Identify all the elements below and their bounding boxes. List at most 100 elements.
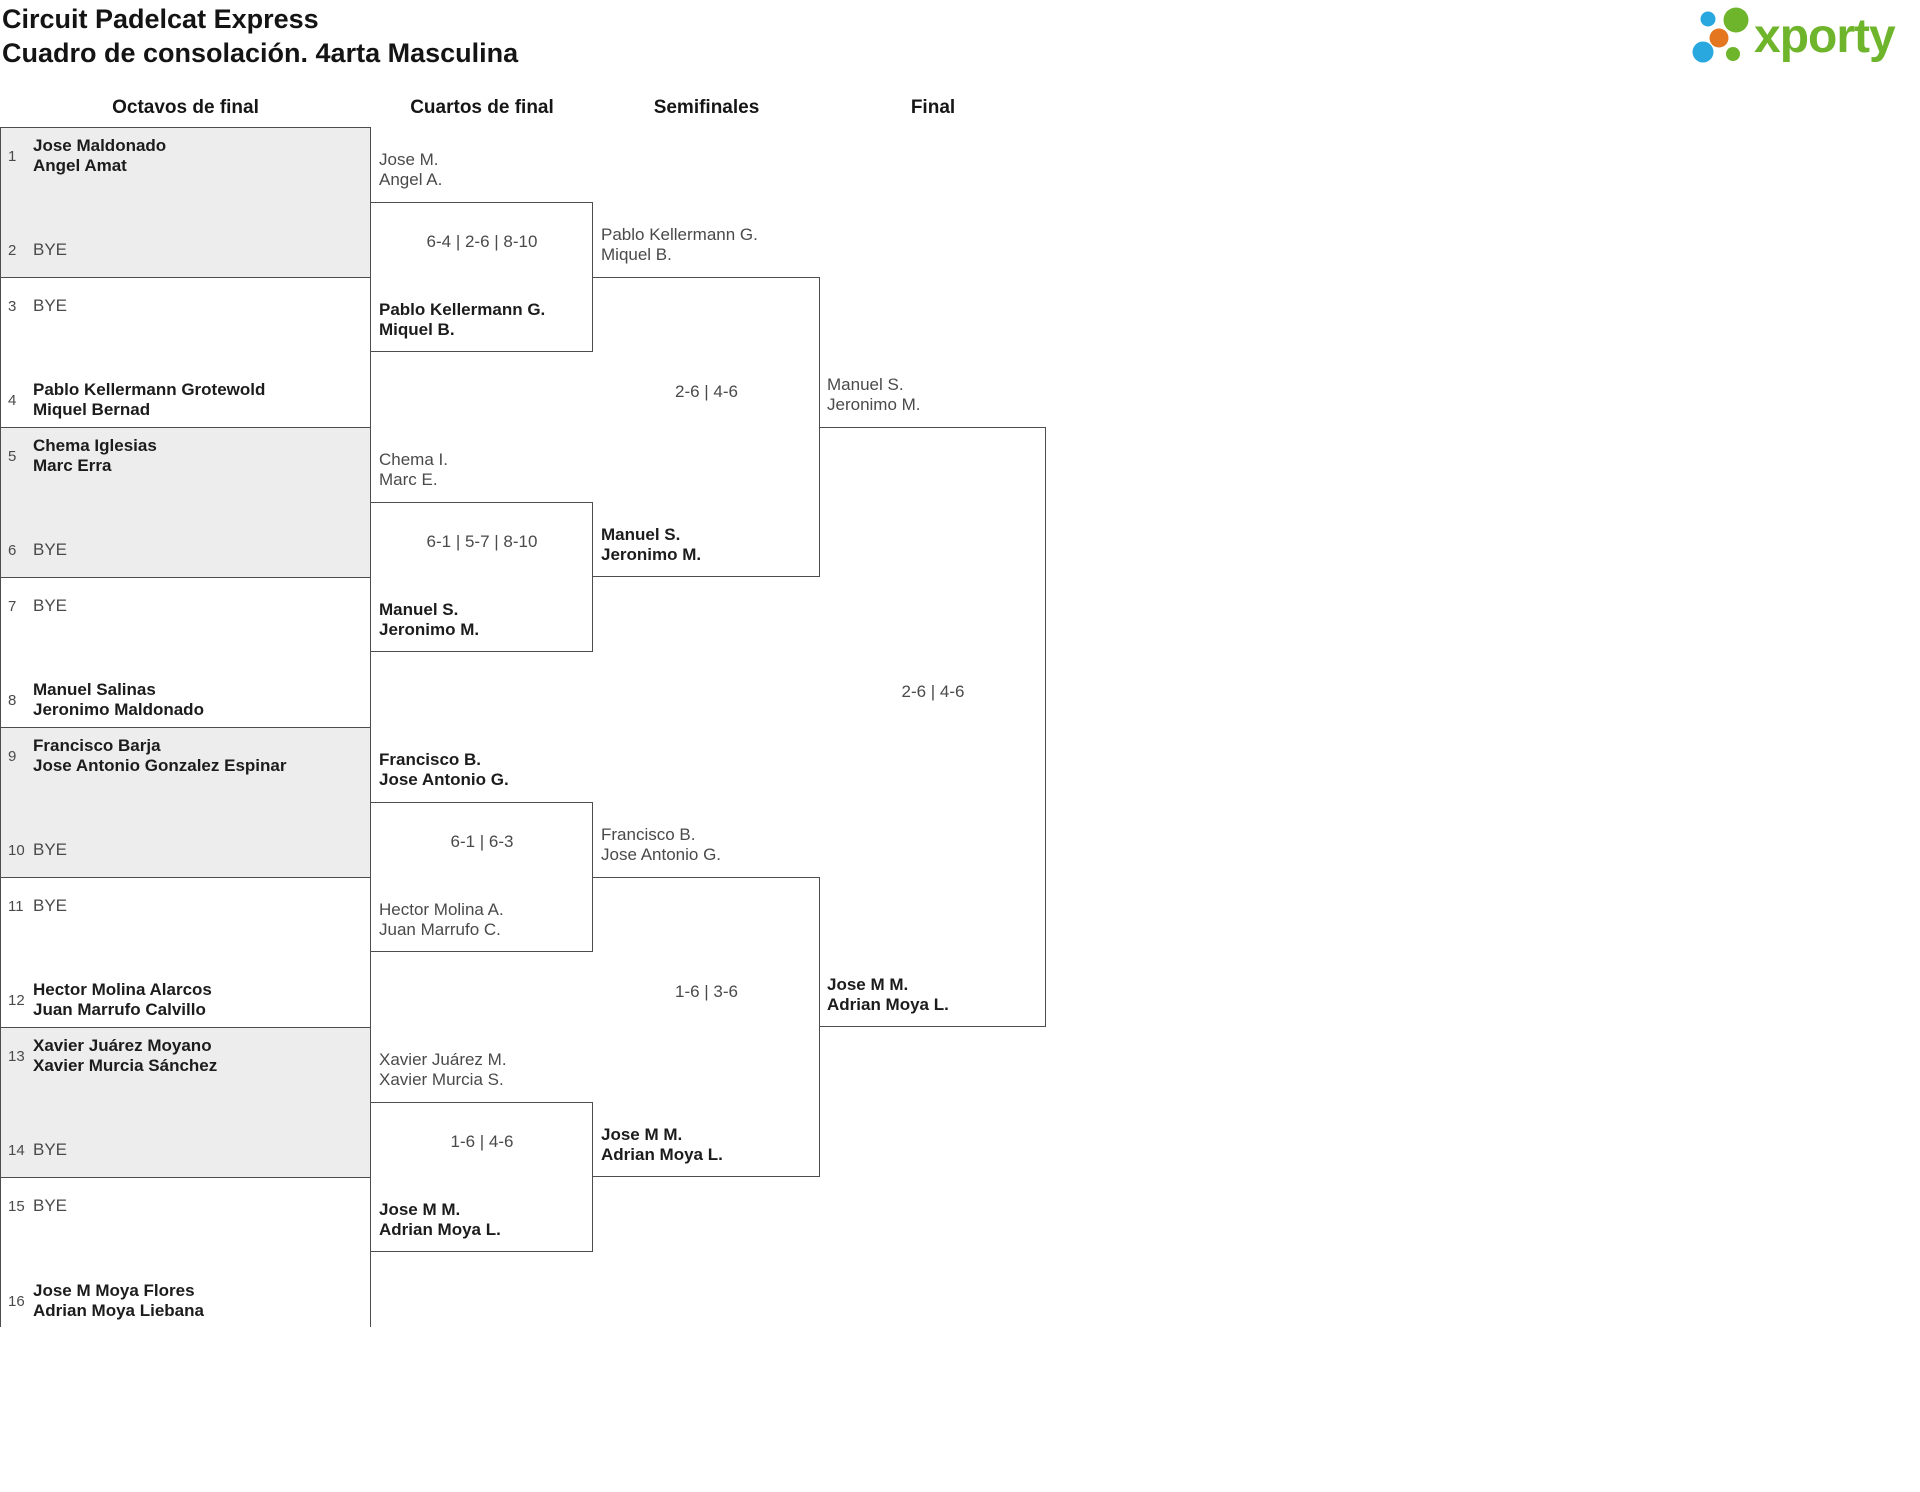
qf1-team-b: Pablo Kellermann G. Miquel B. xyxy=(379,300,545,340)
team-line: Jose M M. xyxy=(379,1200,461,1219)
sf1-team-a: Pablo Kellermann G. Miquel B. xyxy=(601,225,758,265)
xporty-logo[interactable]: xporty xyxy=(1684,2,1920,72)
sf1-match-box xyxy=(593,277,820,577)
team-name: BYE xyxy=(33,830,67,870)
team-line: Miquel B. xyxy=(379,320,455,339)
team-line: Francisco B. xyxy=(601,825,696,844)
octavos-match-4: 7 BYE 8 Manuel Salinas Jeronimo Maldonad… xyxy=(1,578,370,728)
octavos-match-8: 15 BYE 16 Jose M Moya Flores Adrian Moya… xyxy=(1,1178,370,1328)
round-header-octavos: Octavos de final xyxy=(112,97,259,118)
team-entry: 4 Pablo Kellermann Grotewold Miquel Bern… xyxy=(8,380,366,420)
qf1-score: 6-4 | 2-6 | 8-10 xyxy=(426,232,538,251)
seed-number: 1 xyxy=(8,147,17,165)
team-line: Pablo Kellermann Grotewold xyxy=(33,380,266,399)
qf3-team-a: Francisco B. Jose Antonio G. xyxy=(379,750,509,790)
team-name: Xavier Juárez Moyano Xavier Murcia Sánch… xyxy=(33,1036,217,1076)
team-entry: 14 BYE xyxy=(8,1130,366,1170)
octavos-match-6: 11 BYE 12 Hector Molina Alarcos Juan Mar… xyxy=(1,878,370,1028)
bracket-subtitle: Cuadro de consolación. 4arta Masculina xyxy=(2,38,519,68)
tournament-title: Circuit Padelcat Express xyxy=(2,4,319,34)
sf2-match-box xyxy=(593,877,820,1177)
qf3-score: 6-1 | 6-3 xyxy=(450,832,514,851)
team-line: Jose Antonio G. xyxy=(601,845,722,864)
sf2-team-a: Francisco B. Jose Antonio G. xyxy=(601,825,721,865)
team-entry: 2 BYE xyxy=(8,230,366,270)
octavos-match-5: 9 Francisco Barja Jose Antonio Gonzalez … xyxy=(1,728,370,878)
seed-number: 13 xyxy=(8,1047,25,1065)
seed-number: 3 xyxy=(8,297,17,315)
team-line: Marc Erra xyxy=(33,456,112,475)
sf2-team-b: Jose M M. Adrian Moya L. xyxy=(601,1125,723,1165)
qf3-match-box xyxy=(371,802,593,952)
team-name: Francisco Barja Jose Antonio Gonzalez Es… xyxy=(33,736,286,776)
round-header-cuartos: Cuartos de final xyxy=(410,97,554,118)
team-entry: 6 BYE xyxy=(8,530,366,570)
qf1-team-a: Jose M. Angel A. xyxy=(379,150,442,190)
team-line: BYE xyxy=(33,840,68,859)
team-line: Jose Antonio Gonzalez Espinar xyxy=(33,756,287,775)
team-line: Pablo Kellermann G. xyxy=(379,300,546,319)
team-line: Jeronimo M. xyxy=(827,395,921,414)
team-line: Francisco Barja xyxy=(33,736,161,755)
octavos-match-3: 5 Chema Iglesias Marc Erra 6 BYE xyxy=(1,428,370,578)
octavos-match-7: 13 Xavier Juárez Moyano Xavier Murcia Sá… xyxy=(1,1028,370,1178)
team-line: Hector Molina Alarcos xyxy=(33,980,212,999)
team-line: Jose Antonio G. xyxy=(379,770,509,789)
final-score: 2-6 | 4-6 xyxy=(901,682,965,701)
round-header-semifinales: Semifinales xyxy=(653,97,760,118)
team-entry: 16 Jose M Moya Flores Adrian Moya Lieban… xyxy=(8,1281,366,1321)
team-line: BYE xyxy=(33,296,68,315)
qf2-team-b: Manuel S. Jeronimo M. xyxy=(379,600,479,640)
qf4-team-b: Jose M M. Adrian Moya L. xyxy=(379,1200,501,1240)
seed-number: 5 xyxy=(8,447,17,465)
team-line: Jose Maldonado xyxy=(33,136,167,155)
sf1-score: 2-6 | 4-6 xyxy=(674,382,738,401)
team-line: Manuel Salinas xyxy=(33,680,156,699)
team-line: Adrian Moya L. xyxy=(379,1220,501,1239)
octavos-column: 1 Jose Maldonado Angel Amat 2 BYE 3 BYE xyxy=(0,127,371,1328)
team-entry: 9 Francisco Barja Jose Antonio Gonzalez … xyxy=(8,736,366,776)
team-line: Chema I. xyxy=(379,450,448,469)
team-entry: 5 Chema Iglesias Marc Erra xyxy=(8,436,366,476)
team-name: BYE xyxy=(33,1130,67,1170)
final-team-a: Manuel S. Jeronimo M. xyxy=(827,375,921,415)
seed-number: 15 xyxy=(8,1197,25,1215)
seed-number: 14 xyxy=(8,1141,25,1159)
team-line: Angel Amat xyxy=(33,156,127,175)
logo-wordmark: xporty xyxy=(1754,10,1896,63)
team-line: Angel A. xyxy=(379,170,443,189)
qf1-match-box xyxy=(371,202,593,352)
team-line: BYE xyxy=(33,540,68,559)
team-line: Adrian Moya L. xyxy=(601,1145,723,1164)
octavos-match-1: 1 Jose Maldonado Angel Amat 2 BYE xyxy=(1,128,370,278)
seed-number: 8 xyxy=(8,691,17,709)
logo-dot-orange xyxy=(1709,28,1729,48)
team-line: Jeronimo Maldonado xyxy=(33,700,204,719)
team-name: Jose Maldonado Angel Amat xyxy=(33,136,166,176)
round-header-final: Final xyxy=(910,97,956,118)
team-name: BYE xyxy=(33,886,67,926)
logo-dot-green-small xyxy=(1726,47,1740,61)
team-line: BYE xyxy=(33,596,68,615)
team-name: BYE xyxy=(33,230,67,270)
team-name: Chema Iglesias Marc Erra xyxy=(33,436,157,476)
team-line: Pablo Kellermann G. xyxy=(601,225,758,244)
team-line: BYE xyxy=(33,896,68,915)
team-line: Xavier Murcia S. xyxy=(379,1070,504,1089)
sf1-team-b: Manuel S. Jeronimo M. xyxy=(601,525,701,565)
seed-number: 12 xyxy=(8,991,25,1009)
team-name: BYE xyxy=(33,286,67,326)
team-name: Pablo Kellermann Grotewold Miquel Bernad xyxy=(33,380,265,420)
seed-number: 4 xyxy=(8,391,17,409)
qf4-score: 1-6 | 4-6 xyxy=(450,1132,514,1151)
logo-dot-green-large xyxy=(1723,7,1749,33)
team-line: Jose M. xyxy=(379,150,439,169)
team-line: Miquel B. xyxy=(601,245,672,264)
sf2-score: 1-6 | 3-6 xyxy=(674,982,738,1001)
team-line: Jeronimo M. xyxy=(379,620,480,639)
team-line: Adrian Moya L. xyxy=(827,995,949,1014)
team-line: Jose M Moya Flores xyxy=(33,1281,195,1300)
team-line: Chema Iglesias xyxy=(33,436,157,455)
qf3-team-b: Hector Molina A. Juan Marrufo C. xyxy=(379,900,504,940)
